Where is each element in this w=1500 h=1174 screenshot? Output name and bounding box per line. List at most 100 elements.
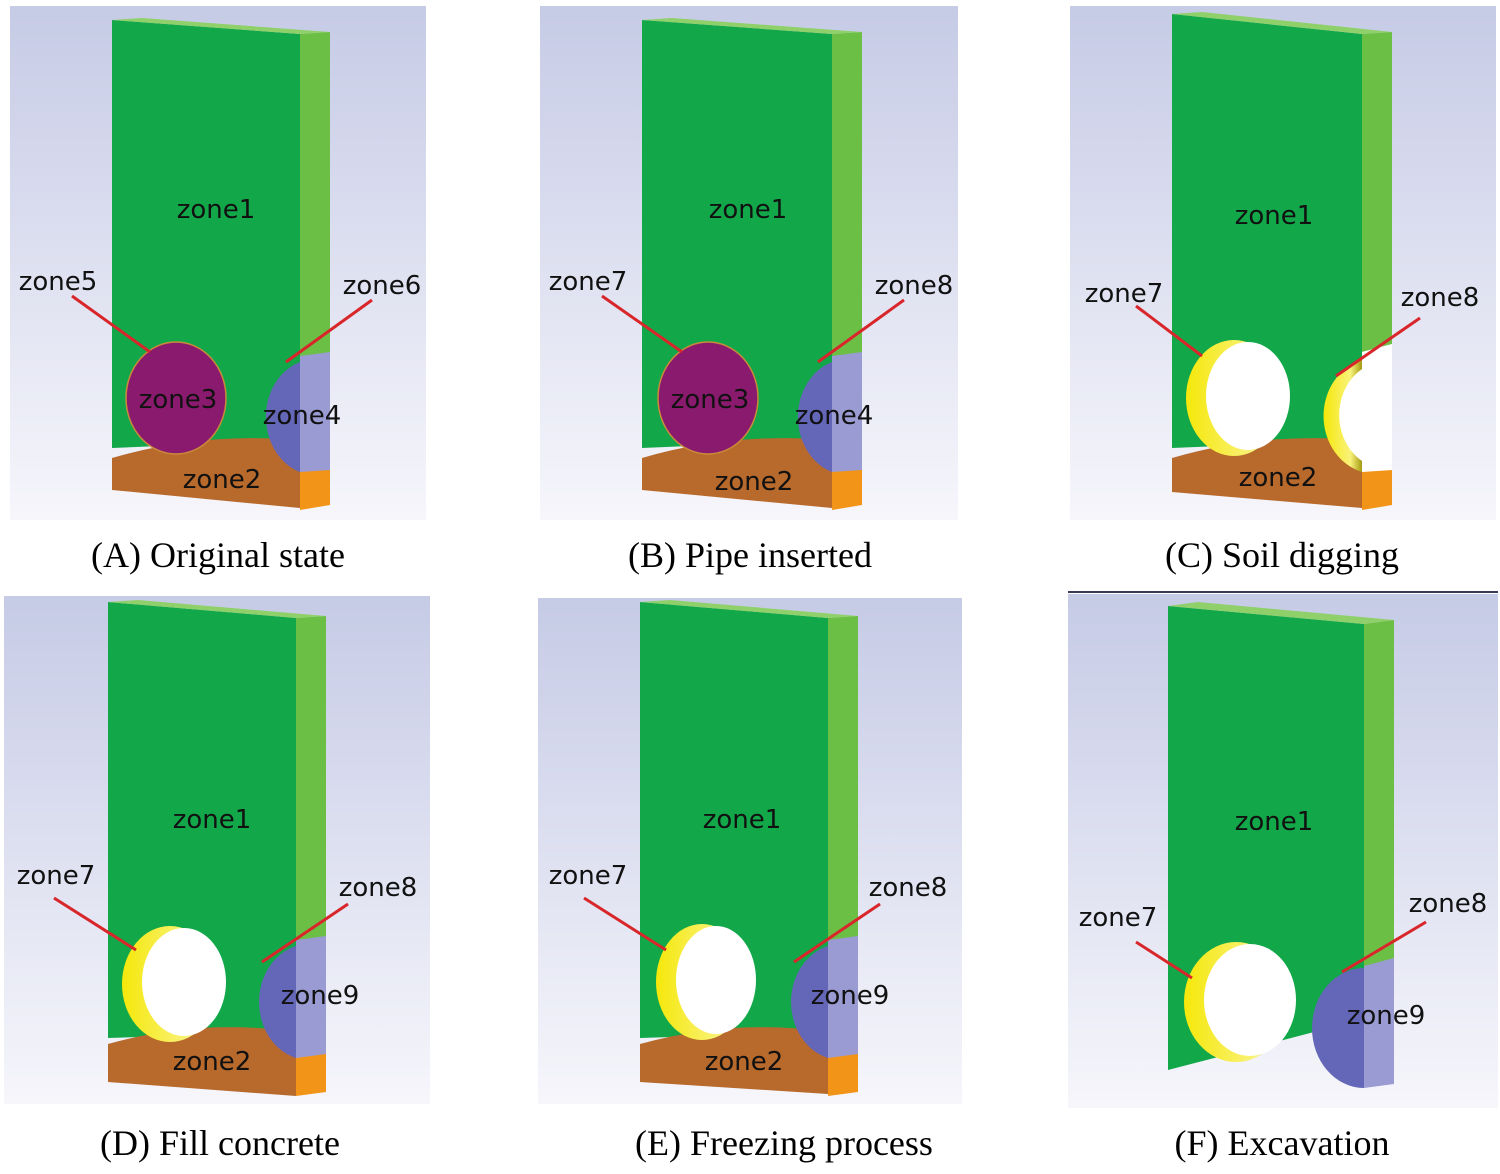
- zone2-top: [642, 438, 832, 470]
- zone2-side: [300, 466, 330, 510]
- diagram-excavation: zone1 zone7 zone8 zone9: [1068, 594, 1498, 1108]
- zone9-side: [828, 936, 858, 1058]
- zone3-circle: [125, 341, 227, 455]
- callout-line-left: [583, 896, 667, 952]
- label-callout-right: zone8: [1401, 283, 1480, 313]
- zone4-face: [797, 362, 832, 472]
- label-callout-left: zone7: [549, 267, 628, 297]
- zone1-side: [296, 616, 326, 946]
- zone1-top: [112, 18, 330, 34]
- label-zone-top: zone1: [1235, 807, 1314, 837]
- zone1-side: [828, 616, 858, 946]
- label-circle: zone3: [139, 385, 218, 415]
- zone9-side: [296, 936, 326, 1058]
- callout-line-left: [53, 896, 137, 952]
- callout-line-left: [1135, 304, 1203, 358]
- zone1-top: [640, 600, 858, 618]
- zone2-side: [828, 1052, 858, 1096]
- diagram-freezing-process: zone1 zone7 zone8 zone9 zone2: [538, 598, 962, 1104]
- caption-fill-concrete: (D) Fill concrete: [100, 1123, 340, 1163]
- diagram-fill-concrete: zone1 zone7 zone8 zone9 zone2: [4, 596, 430, 1104]
- zone3-circle: [657, 341, 759, 455]
- zone4-side: [300, 352, 330, 472]
- label-zone-bottom: zone2: [183, 465, 262, 495]
- zone1-front: [112, 20, 300, 448]
- label-callout-right: zone8: [869, 873, 948, 903]
- label-half: zone4: [263, 401, 342, 431]
- label-callout-right: zone8: [1409, 889, 1488, 919]
- callout-line-right: [817, 298, 905, 364]
- callout-line-left: [601, 294, 683, 354]
- zone4-side: [832, 352, 862, 472]
- panel-freezing-process: zone1 zone7 zone8 zone9 zone2 (E) Freezi…: [534, 592, 970, 1174]
- zone1-top: [1172, 12, 1392, 34]
- hole-left-opening: [1206, 342, 1290, 450]
- callout-line-right: [1335, 316, 1421, 378]
- callout-line-right: [1341, 920, 1427, 974]
- zone1-top: [108, 600, 326, 618]
- zone2-top: [112, 438, 300, 470]
- zone2-side: [1362, 466, 1392, 510]
- hole-left-opening: [1204, 944, 1296, 1056]
- label-callout-left: zone7: [1079, 903, 1158, 933]
- label-zone-bottom: zone2: [705, 1047, 784, 1077]
- zone1-side: [300, 32, 330, 364]
- hole-left-opening: [676, 926, 756, 1034]
- label-circle: zone3: [671, 385, 750, 415]
- label-zone-top: zone1: [709, 195, 788, 225]
- label-zone-top: zone1: [1235, 201, 1314, 231]
- zone9-side: [1364, 958, 1394, 1088]
- callout-line-left: [1135, 940, 1193, 980]
- diagram-pipe-inserted: zone1 zone7 zone8 zone3 zone4 zone2: [540, 6, 958, 520]
- label-half: zone4: [795, 401, 874, 431]
- label-zone-top: zone1: [177, 195, 256, 225]
- label-callout-right: zone8: [875, 271, 954, 301]
- panel-excavation: zone1 zone7 zone8 zone9 (F) Excavation: [1064, 592, 1500, 1174]
- zone1-side: [1364, 620, 1394, 968]
- label-callout-left: zone5: [19, 267, 98, 297]
- panel-fill-concrete: zone1 zone7 zone8 zone9 zone2 (D) Fill c…: [0, 592, 436, 1174]
- caption-excavation: (F) Excavation: [1174, 1123, 1390, 1163]
- zone1-side: [1362, 32, 1392, 352]
- caption-soil-digging: (C) Soil digging: [1164, 535, 1400, 575]
- diagram-original-state: zone1 zone5 zone6 zone3 zone4 zone2: [10, 6, 426, 520]
- diagram-soil-digging: zone1 zone7 zone8 zone2: [1070, 6, 1496, 520]
- panel-divider: [1068, 591, 1498, 593]
- zone1-side: [832, 32, 862, 364]
- zone9-face: [791, 946, 828, 1058]
- callout-line-right: [793, 902, 881, 964]
- label-zone-top: zone1: [173, 805, 252, 835]
- label-half: zone9: [281, 981, 360, 1011]
- zone2-side: [832, 466, 862, 510]
- panel-original-state: zone1 zone5 zone6 zone3 zone4 zone2 (A) …: [0, 0, 430, 575]
- label-half: zone9: [1347, 1001, 1426, 1031]
- zone9-face: [259, 946, 296, 1058]
- zone2-side: [296, 1052, 326, 1096]
- caption-original-state: (A) Original state: [91, 535, 345, 575]
- label-half: zone9: [811, 981, 890, 1011]
- zone4-face: [265, 362, 300, 472]
- label-zone-bottom: zone2: [715, 467, 794, 497]
- label-callout-right: zone6: [343, 271, 422, 301]
- zone1-top: [642, 18, 862, 34]
- label-callout-left: zone7: [549, 861, 628, 891]
- panel-soil-digging: zone1 zone7 zone8 zone2 (C) Soil digging: [1060, 0, 1500, 575]
- callout-line-left: [71, 294, 151, 354]
- label-callout-left: zone7: [17, 861, 96, 891]
- label-zone-bottom: zone2: [173, 1047, 252, 1077]
- zone1-front: [1172, 14, 1362, 448]
- caption-freezing-process: (E) Freezing process: [635, 1123, 933, 1163]
- panel-pipe-inserted: zone1 zone7 zone8 zone3 zone4 zone2 (B) …: [530, 0, 960, 575]
- label-zone-bottom: zone2: [1239, 463, 1318, 493]
- callout-line-right: [261, 902, 349, 964]
- callout-line-right: [285, 298, 373, 364]
- hole-left-opening: [142, 928, 226, 1036]
- label-callout-left: zone7: [1085, 279, 1164, 309]
- label-zone-top: zone1: [703, 805, 782, 835]
- caption-pipe-inserted: (B) Pipe inserted: [628, 535, 872, 575]
- hole-right-opening: [1339, 360, 1392, 468]
- zone9-face: [1312, 968, 1364, 1088]
- zone2-top: [1172, 438, 1362, 470]
- zone1-top: [1168, 602, 1394, 624]
- zone1-front: [642, 20, 832, 448]
